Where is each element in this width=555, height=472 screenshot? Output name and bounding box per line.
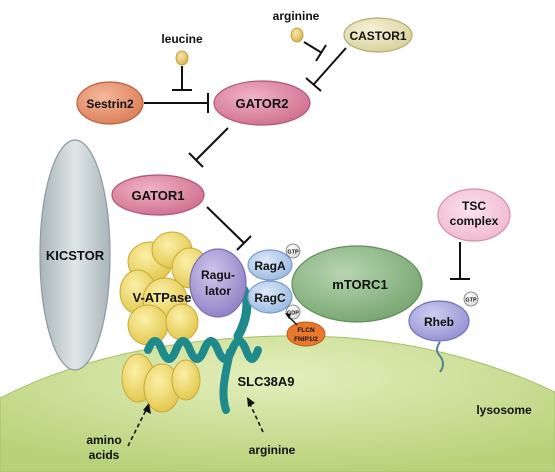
arginine-bottom-arrow bbox=[247, 397, 264, 433]
v-atpase-label: V-ATPase bbox=[132, 290, 191, 305]
ragc-protein: RagC bbox=[247, 280, 293, 314]
castor1-protein: CASTOR1 bbox=[343, 17, 413, 53]
amino-acids-arrow bbox=[127, 403, 151, 447]
flcn-to-ragc-arrow bbox=[285, 313, 298, 326]
gator2-inhibits-gator1 bbox=[188, 127, 229, 168]
raga-protein: RagA bbox=[247, 249, 293, 281]
arginine-molecule bbox=[290, 27, 304, 43]
gator1-inhibits-rags bbox=[206, 206, 252, 251]
arginine-top-label: arginine bbox=[273, 9, 320, 23]
gator1-complex: GATOR1 bbox=[111, 174, 205, 216]
v-atpase-complex: V-ATPase bbox=[119, 231, 209, 413]
arginine-inhibits-castor1 bbox=[303, 41, 327, 62]
castor1-label: CASTOR1 bbox=[349, 29, 406, 43]
raga-gtp-badge: GTP bbox=[285, 243, 301, 259]
amino-acids-label-line2: acids bbox=[89, 448, 120, 462]
kicstor-complex: KICSTOR bbox=[39, 139, 111, 371]
rheb-label: Rheb bbox=[424, 315, 454, 329]
gator1-label: GATOR1 bbox=[132, 188, 185, 203]
ragc-label: RagC bbox=[254, 291, 286, 305]
svg-text:GTP: GTP bbox=[465, 298, 477, 304]
ragulator-complex: Ragu- lator bbox=[189, 248, 247, 318]
mtorc1-label: mTORC1 bbox=[332, 277, 387, 292]
svg-text:GDP: GDP bbox=[287, 311, 299, 317]
tsc-label-line1: TSC bbox=[462, 199, 486, 213]
lysosome-label: lysosome bbox=[476, 403, 532, 417]
tsc-complex: TSC complex bbox=[437, 188, 511, 242]
sestrin2-inhibits-gator2 bbox=[144, 93, 209, 113]
flcn-label-line1: FLCN bbox=[297, 327, 315, 334]
flcn-label-line2: FNIP1/2 bbox=[294, 336, 318, 343]
tsc-inhibits-rheb bbox=[450, 242, 470, 280]
castor1-inhibits-gator2 bbox=[305, 47, 347, 92]
leucine-label: leucine bbox=[161, 32, 203, 46]
amino-acids-label-line1: amino bbox=[86, 433, 121, 447]
gator2-complex: GATOR2 bbox=[213, 80, 311, 126]
ragulator-label-line1: Ragu- bbox=[201, 268, 235, 282]
svg-text:GTP: GTP bbox=[287, 250, 299, 256]
rheb-gtp-badge: GTP bbox=[463, 291, 479, 307]
rheb-protein: Rheb bbox=[408, 300, 470, 373]
leucine-molecule bbox=[175, 50, 189, 66]
raga-label: RagA bbox=[254, 259, 286, 273]
kicstor-label: KICSTOR bbox=[46, 248, 105, 263]
arginine-bottom-label: arginine bbox=[249, 443, 296, 457]
tsc-label-line2: complex bbox=[450, 214, 499, 228]
mtorc1-complex: mTORC1 bbox=[291, 245, 423, 323]
ragulator-label-line2: lator bbox=[205, 284, 231, 298]
slc38a9-label: SLC38A9 bbox=[237, 374, 294, 389]
sestrin2-label: Sestrin2 bbox=[86, 97, 134, 111]
gator2-label: GATOR2 bbox=[236, 96, 289, 111]
flcn-fnip-complex: FLCN FNIP1/2 bbox=[286, 321, 326, 347]
sestrin2-protein: Sestrin2 bbox=[76, 81, 144, 125]
leucine-inhibits-sestrin2 bbox=[172, 66, 192, 91]
